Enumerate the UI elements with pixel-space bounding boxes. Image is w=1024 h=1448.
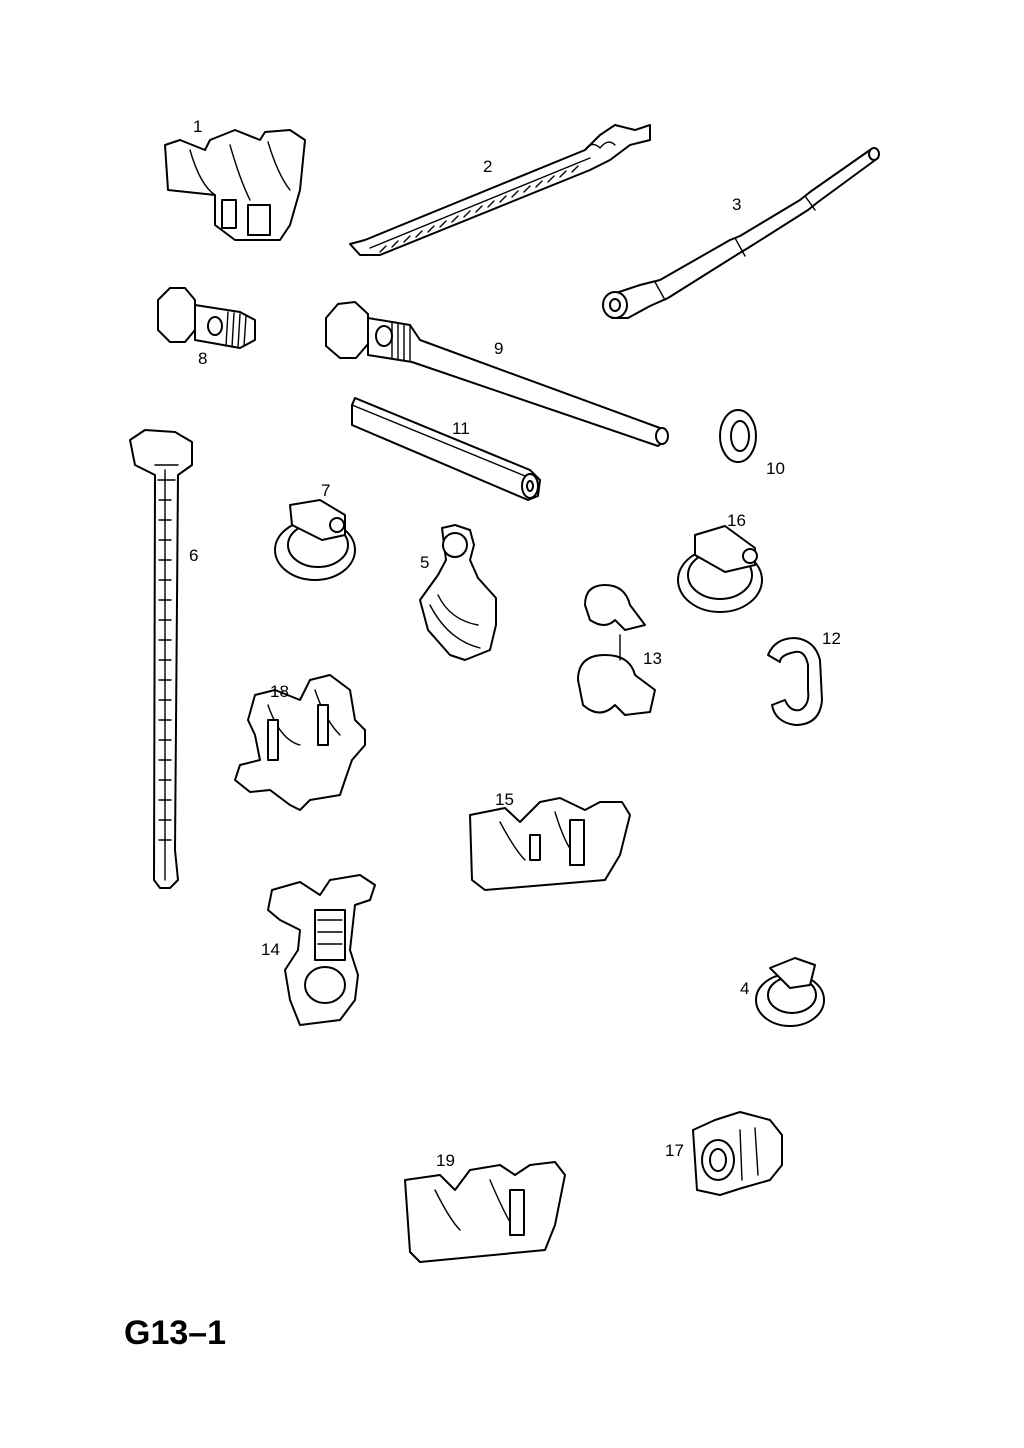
part-12-open-clip bbox=[767, 637, 823, 726]
callout-9: 9 bbox=[494, 339, 503, 358]
callout-13: 13 bbox=[643, 649, 662, 668]
part-10-washer bbox=[719, 409, 757, 463]
part-18-multi-pipe-clip bbox=[234, 674, 366, 811]
part-7-hose-clamp bbox=[274, 499, 356, 581]
callout-18: 18 bbox=[270, 682, 289, 701]
part-14-pipe-holder bbox=[267, 874, 376, 1026]
part-9-banjo-bolt-long bbox=[325, 301, 669, 447]
callout-15: 15 bbox=[495, 790, 514, 809]
part-17-retainer bbox=[692, 1111, 783, 1196]
part-11-tube bbox=[351, 397, 541, 501]
callout-14: 14 bbox=[261, 940, 280, 959]
callout-19: 19 bbox=[436, 1151, 455, 1170]
part-4-small-hose-clamp bbox=[755, 957, 825, 1027]
callout-6: 6 bbox=[189, 546, 198, 565]
part-6-cable-tie bbox=[129, 429, 193, 889]
part-1-pipe-clip bbox=[164, 129, 306, 241]
part-5-hose-clip bbox=[419, 524, 497, 661]
sheet-code: G13–1 bbox=[124, 1314, 227, 1352]
callout-12: 12 bbox=[822, 629, 841, 648]
part-8-banjo-bolt-short bbox=[157, 287, 256, 349]
callout-8: 8 bbox=[198, 349, 207, 368]
part-2-cable-strap bbox=[349, 124, 651, 256]
callout-1: 1 bbox=[193, 117, 202, 136]
callout-16: 16 bbox=[727, 511, 746, 530]
part-19-triple-pipe-clip bbox=[404, 1161, 566, 1263]
callout-2: 2 bbox=[483, 157, 492, 176]
part-3-brake-pipe bbox=[602, 147, 880, 319]
callout-5: 5 bbox=[420, 553, 429, 572]
part-13-spring-clip bbox=[577, 584, 656, 716]
callout-17: 17 bbox=[665, 1141, 684, 1160]
callout-7: 7 bbox=[321, 481, 330, 500]
part-15-triple-pipe-clip bbox=[469, 797, 631, 891]
callout-11: 11 bbox=[452, 419, 470, 438]
part-16-hose-clamp bbox=[677, 525, 763, 613]
callout-10: 10 bbox=[766, 459, 785, 478]
callout-4: 4 bbox=[740, 979, 749, 998]
callout-3: 3 bbox=[732, 195, 741, 214]
